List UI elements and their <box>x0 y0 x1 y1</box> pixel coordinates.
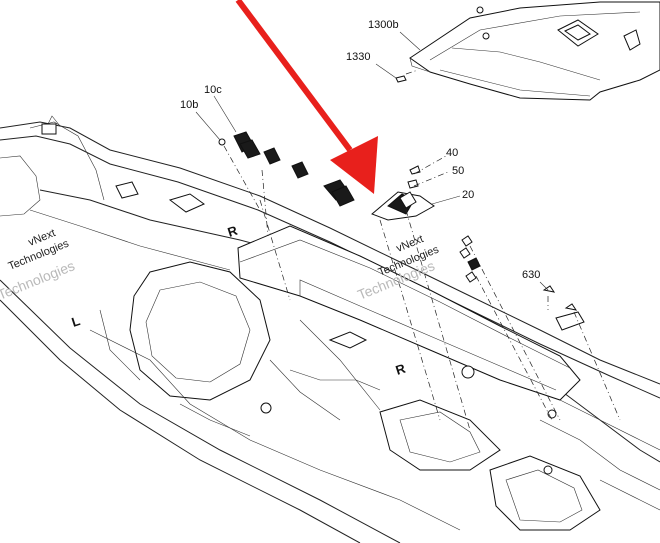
clips-set <box>459 235 561 421</box>
switch-parts-10 <box>218 131 355 301</box>
fastener-1330 <box>395 69 419 83</box>
cover-panel-1300b <box>409 1 660 101</box>
red-arrow <box>235 0 378 194</box>
bracket-20-assembly <box>371 155 471 431</box>
callout-10c: 10c <box>204 84 222 96</box>
mark-r-lower: R <box>394 361 408 378</box>
callout-40: 40 <box>446 147 458 159</box>
callout-630: 630 <box>522 269 540 281</box>
callout-10b: 10b <box>180 99 198 111</box>
part-630 <box>542 285 621 421</box>
mark-l-left: L <box>70 313 82 330</box>
callout-20: 20 <box>462 189 474 201</box>
callout-1300b: 1300b <box>368 19 399 31</box>
hull-body <box>0 115 660 543</box>
callout-50: 50 <box>452 165 464 177</box>
callout-1330: 1330 <box>346 51 370 63</box>
